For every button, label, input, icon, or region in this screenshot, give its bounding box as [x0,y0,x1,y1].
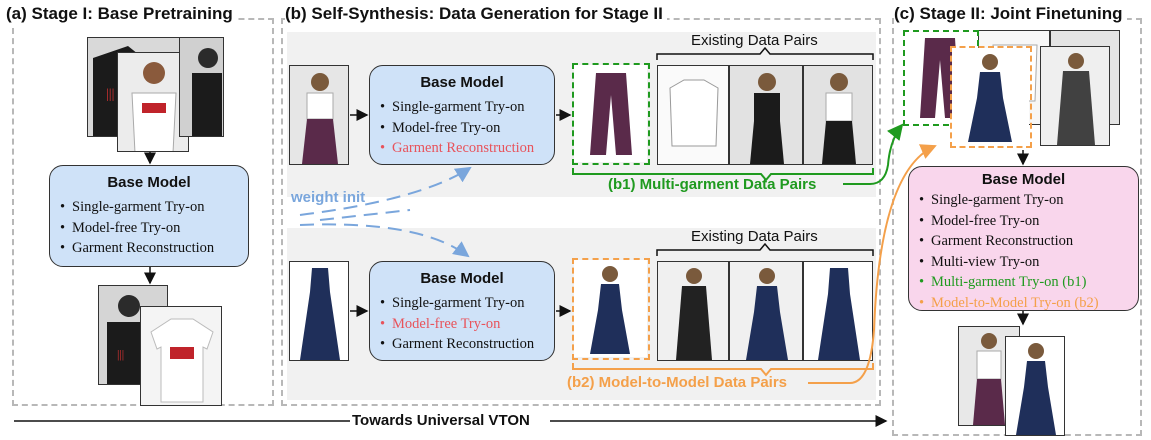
stage2-model-item: Garment Reconstruction [919,231,1138,252]
universal-vton-label: Towards Universal VTON [352,412,530,429]
panel-a-title: (a) Stage I: Base Pretraining [6,4,237,24]
stage2-model-item-green: Multi-garment Try-on (b1) [919,272,1138,293]
stage2-model-item: Model-free Try-on [919,211,1138,232]
stage2-model-item-orange: Model-to-Model Try-on (b2) [919,293,1138,314]
stage2-base-model: Base Model Single-garment Try-on Model-f… [908,166,1139,313]
bottom-input-image [289,261,349,361]
weight-init-up [299,166,472,216]
top-model-item-highlight: Garment Reconstruction [380,138,554,159]
stage2-output-front [1005,336,1065,436]
stage1-base-model: Base Model Single-garment Try-on Model-f… [49,165,249,267]
brace-bottom [656,242,874,256]
bottom-existing-image-1 [657,261,729,361]
panel-b-title: (b) Self-Synthesis: Data Generation for … [285,4,667,24]
svg-text:|||: ||| [117,347,124,361]
top-existing-image-2 [729,65,803,165]
stage1-model-list: Single-garment Try-on Model-free Try-on … [50,197,248,259]
top-model-list: Single-garment Try-on Model-free Try-on … [370,97,554,159]
bottom-model-item-highlight: Model-free Try-on [380,314,554,335]
bottom-model-item: Garment Reconstruction [380,334,554,355]
brace-top [656,46,874,60]
stage2-model-list: Single-garment Try-on Model-free Try-on … [909,190,1138,313]
top-existing-image-1 [657,65,729,165]
b2-label: (b2) Model-to-Model Data Pairs [567,374,788,391]
b1-label: (b1) Multi-garment Data Pairs [608,176,817,193]
top-model-title: Base Model [420,74,504,91]
stage1-model-title: Base Model [107,174,191,191]
stage2-model-item: Single-garment Try-on [919,190,1138,211]
weight-init-down [299,223,470,258]
top-existing-label: Existing Data Pairs [691,32,818,49]
stage2-model-item: Multi-view Try-on [919,252,1138,273]
b2-bracket [572,363,874,377]
stage1-output-image-front [140,306,222,406]
bottom-generated-model [572,258,650,360]
weight-init-mid [319,209,411,221]
top-model-item: Single-garment Try-on [380,97,554,118]
b2-curve [808,144,937,384]
stage1-input-image-front [117,52,189,152]
stage2-model-title: Base Model [981,171,1066,188]
b1-bracket [572,168,874,182]
weight-init-label: weight init [291,189,366,206]
stage2-model-orange [950,46,1032,148]
stage1-input-image-right [179,37,224,137]
stage2-image-sheer [1040,46,1110,146]
bottom-model-list: Single-garment Try-on Model-free Try-on … [370,293,554,355]
b1-curve [843,123,904,185]
panel-c-title: (c) Stage II: Joint Finetuning [894,4,1127,24]
bottom-existing-image-2 [729,261,803,361]
top-input-image [289,65,349,165]
bottom-base-model: Base Model Single-garment Try-on Model-f… [369,261,555,361]
bottom-existing-label: Existing Data Pairs [691,228,818,245]
top-generated-garment [572,63,650,165]
bottom-model-title: Base Model [420,270,504,287]
stage1-model-item: Single-garment Try-on [60,197,248,218]
top-model-item: Model-free Try-on [380,118,554,139]
stage1-model-item: Garment Reconstruction [60,238,248,259]
svg-text:|||: ||| [106,87,114,102]
top-existing-image-3 [803,65,873,165]
stage1-model-item: Model-free Try-on [60,218,248,239]
top-base-model: Base Model Single-garment Try-on Model-f… [369,65,555,165]
bottom-existing-image-3 [803,261,873,361]
bottom-model-item: Single-garment Try-on [380,293,554,314]
